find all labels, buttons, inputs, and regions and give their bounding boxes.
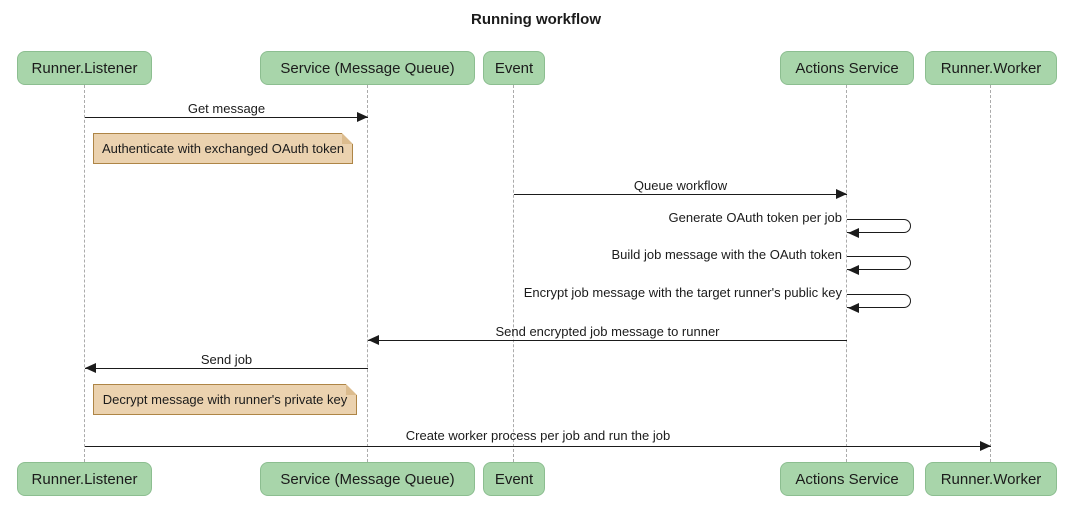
lifeline-event xyxy=(513,85,514,462)
note-authenticate-oauth: Authenticate with exchanged OAuth token xyxy=(93,133,353,164)
participant-service-message-queue-top: Service (Message Queue) xyxy=(260,51,475,85)
message-send-job-label: Send job xyxy=(200,352,253,367)
participant-event-top: Event xyxy=(483,51,545,85)
message-queue-workflow-label: Queue workflow xyxy=(633,178,728,193)
self-loop-generate-oauth-label: Generate OAuth token per job xyxy=(668,210,842,225)
message-create-worker-line xyxy=(85,446,991,447)
arrowhead-left-icon xyxy=(848,303,859,313)
arrowhead-right-icon xyxy=(357,112,368,122)
message-send-encrypted-job-label: Send encrypted job message to runner xyxy=(495,324,720,339)
lifeline-runner-worker xyxy=(990,85,991,462)
participant-runner-worker-top: Runner.Worker xyxy=(925,51,1057,85)
self-loop-encrypt-job-message-line xyxy=(847,294,911,308)
participant-service-message-queue-bottom: Service (Message Queue) xyxy=(260,462,475,496)
arrowhead-right-icon xyxy=(836,189,847,199)
message-get-message-label: Get message xyxy=(187,101,266,116)
arrowhead-right-icon xyxy=(980,441,991,451)
participant-runner-listener-top: Runner.Listener xyxy=(17,51,152,85)
message-queue-workflow-line xyxy=(514,194,847,195)
diagram-title: Running workflow xyxy=(471,11,601,28)
self-loop-build-job-message-line xyxy=(847,256,911,270)
message-get-message-line xyxy=(85,117,368,118)
arrowhead-left-icon xyxy=(848,228,859,238)
participant-actions-service-bottom: Actions Service xyxy=(780,462,914,496)
arrowhead-left-icon xyxy=(85,363,96,373)
participant-actions-service-top: Actions Service xyxy=(780,51,914,85)
participant-runner-worker-bottom: Runner.Worker xyxy=(925,462,1057,496)
note-decrypt-private-key-text: Decrypt message with runner's private ke… xyxy=(102,392,348,407)
lifeline-service-message-queue xyxy=(367,85,368,462)
message-create-worker-label: Create worker process per job and run th… xyxy=(405,428,671,443)
message-send-encrypted-job-line xyxy=(368,340,847,341)
participant-event-bottom: Event xyxy=(483,462,545,496)
participant-runner-listener-bottom: Runner.Listener xyxy=(17,462,152,496)
lifeline-runner-listener xyxy=(84,85,85,462)
message-send-job-line xyxy=(85,368,368,369)
self-loop-build-job-message-label: Build job message with the OAuth token xyxy=(611,247,842,262)
self-loop-encrypt-job-message-label: Encrypt job message with the target runn… xyxy=(523,285,842,300)
self-loop-generate-oauth-line xyxy=(847,219,911,233)
note-decrypt-private-key: Decrypt message with runner's private ke… xyxy=(93,384,357,415)
note-authenticate-oauth-text: Authenticate with exchanged OAuth token xyxy=(101,141,345,156)
arrowhead-left-icon xyxy=(848,265,859,275)
lifeline-actions-service xyxy=(846,85,847,462)
arrowhead-left-icon xyxy=(368,335,379,345)
